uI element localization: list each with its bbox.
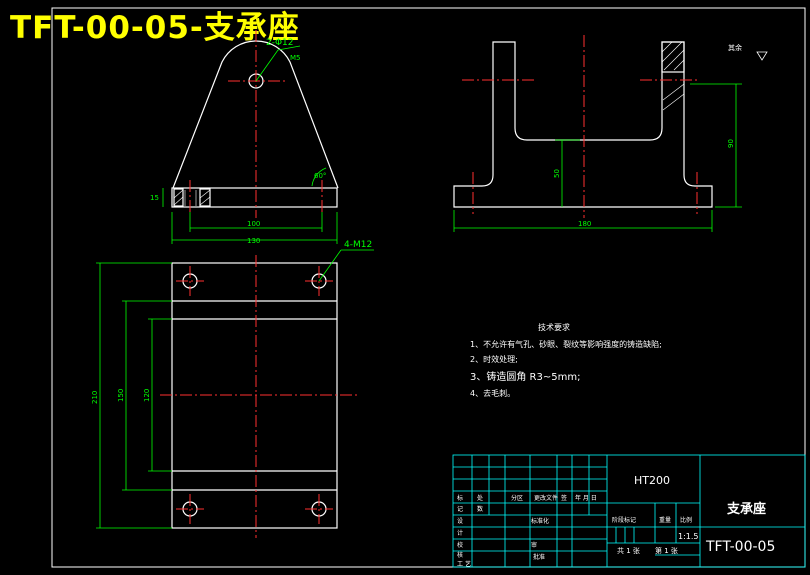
lbl-yi: 艺	[465, 560, 471, 568]
side-dimensions	[453, 83, 742, 232]
title-block	[452, 454, 806, 568]
front-centerlines	[189, 30, 323, 218]
lbl-xiao: 校	[457, 541, 463, 549]
hatch-mid	[199, 188, 211, 207]
sheet-number: 第 1 张	[655, 546, 678, 555]
drawing-title: TFT-00-05-支承座	[10, 10, 300, 46]
tech-requirements: 技术要求 1、不允许有气孔、砂眼、裂纹等影响强度的铸造缺陷; 2、时效处理; 3…	[470, 322, 662, 398]
tech-item-2: 2、时效处理;	[470, 354, 518, 364]
scale-value: 1:1.5	[678, 532, 699, 541]
tech-heading: 技术要求	[538, 322, 570, 332]
title-block-text: HT200 支承座 TFT-00-05 1:1.5 标 处 分区 更改文件 签 …	[457, 474, 775, 568]
side-section	[661, 41, 685, 73]
hdr-genggai: 更改文件	[534, 494, 558, 502]
lbl-biaozhunhua: 标准化	[531, 517, 549, 525]
dim-130: 130	[247, 237, 260, 245]
lbl-zhongliang: 重量	[659, 516, 671, 524]
hole-callout-top: 4-M12	[344, 240, 372, 250]
front-hatching	[173, 189, 211, 206]
side-centerlines	[462, 35, 700, 218]
lbl-she: 设	[457, 517, 463, 525]
tech-item-4: 4、去毛刺。	[470, 388, 515, 398]
part-name: 支承座	[726, 501, 766, 517]
hdr-chu: 处	[477, 494, 483, 502]
lbl-jieduan: 阶段标记	[612, 516, 636, 524]
dim-90: 90	[727, 139, 735, 148]
hdr-biao: 标	[457, 494, 463, 502]
drawing-border	[51, 7, 806, 568]
thread-callout: M5	[290, 54, 301, 62]
lbl-he: 核	[457, 551, 463, 559]
lbl-bili: 比例	[680, 516, 692, 524]
top-centerlines	[160, 255, 357, 538]
side-outline	[453, 41, 713, 208]
top-dimensions	[96, 249, 374, 529]
dim-150: 150	[117, 389, 125, 402]
material-label: HT200	[634, 474, 670, 487]
side-view	[453, 41, 713, 208]
dim-15: 15	[150, 194, 159, 202]
row-ji: 记	[457, 506, 463, 513]
sheet-total: 共 1 张	[617, 546, 640, 555]
angle-60: 60°	[314, 172, 326, 180]
dim-50: 50	[553, 169, 561, 178]
dim-180: 180	[578, 220, 591, 228]
dim-100: 100	[247, 220, 260, 228]
lbl-shen: 审	[531, 541, 537, 549]
hatch-left	[173, 188, 184, 207]
base-plate-front	[171, 187, 338, 208]
side-hatching	[661, 41, 685, 111]
roughness-symbol-icon	[756, 51, 768, 61]
row-shu: 数	[477, 505, 483, 513]
dim-210: 210	[91, 391, 99, 404]
hole-callout-front: 2-Φ12	[266, 38, 294, 48]
lbl-ji: 计	[457, 529, 463, 537]
lbl-pizhun: 批准	[533, 553, 545, 561]
hdr-qian: 签	[561, 494, 567, 502]
hdr-date: 年 月 日	[575, 494, 597, 502]
drawing-number: TFT-00-05	[705, 539, 775, 555]
hdr-fenqu: 分区	[511, 494, 523, 502]
dim-120: 120	[143, 389, 151, 402]
tech-item-3: 3、铸造圆角 R3~5mm;	[470, 370, 580, 383]
roughness-label: 其余	[728, 43, 742, 52]
tech-item-1: 1、不允许有气孔、砂眼、裂纹等影响强度的铸造缺陷;	[470, 339, 662, 349]
lbl-gong: 工	[457, 561, 463, 568]
front-dimensions	[162, 45, 338, 244]
